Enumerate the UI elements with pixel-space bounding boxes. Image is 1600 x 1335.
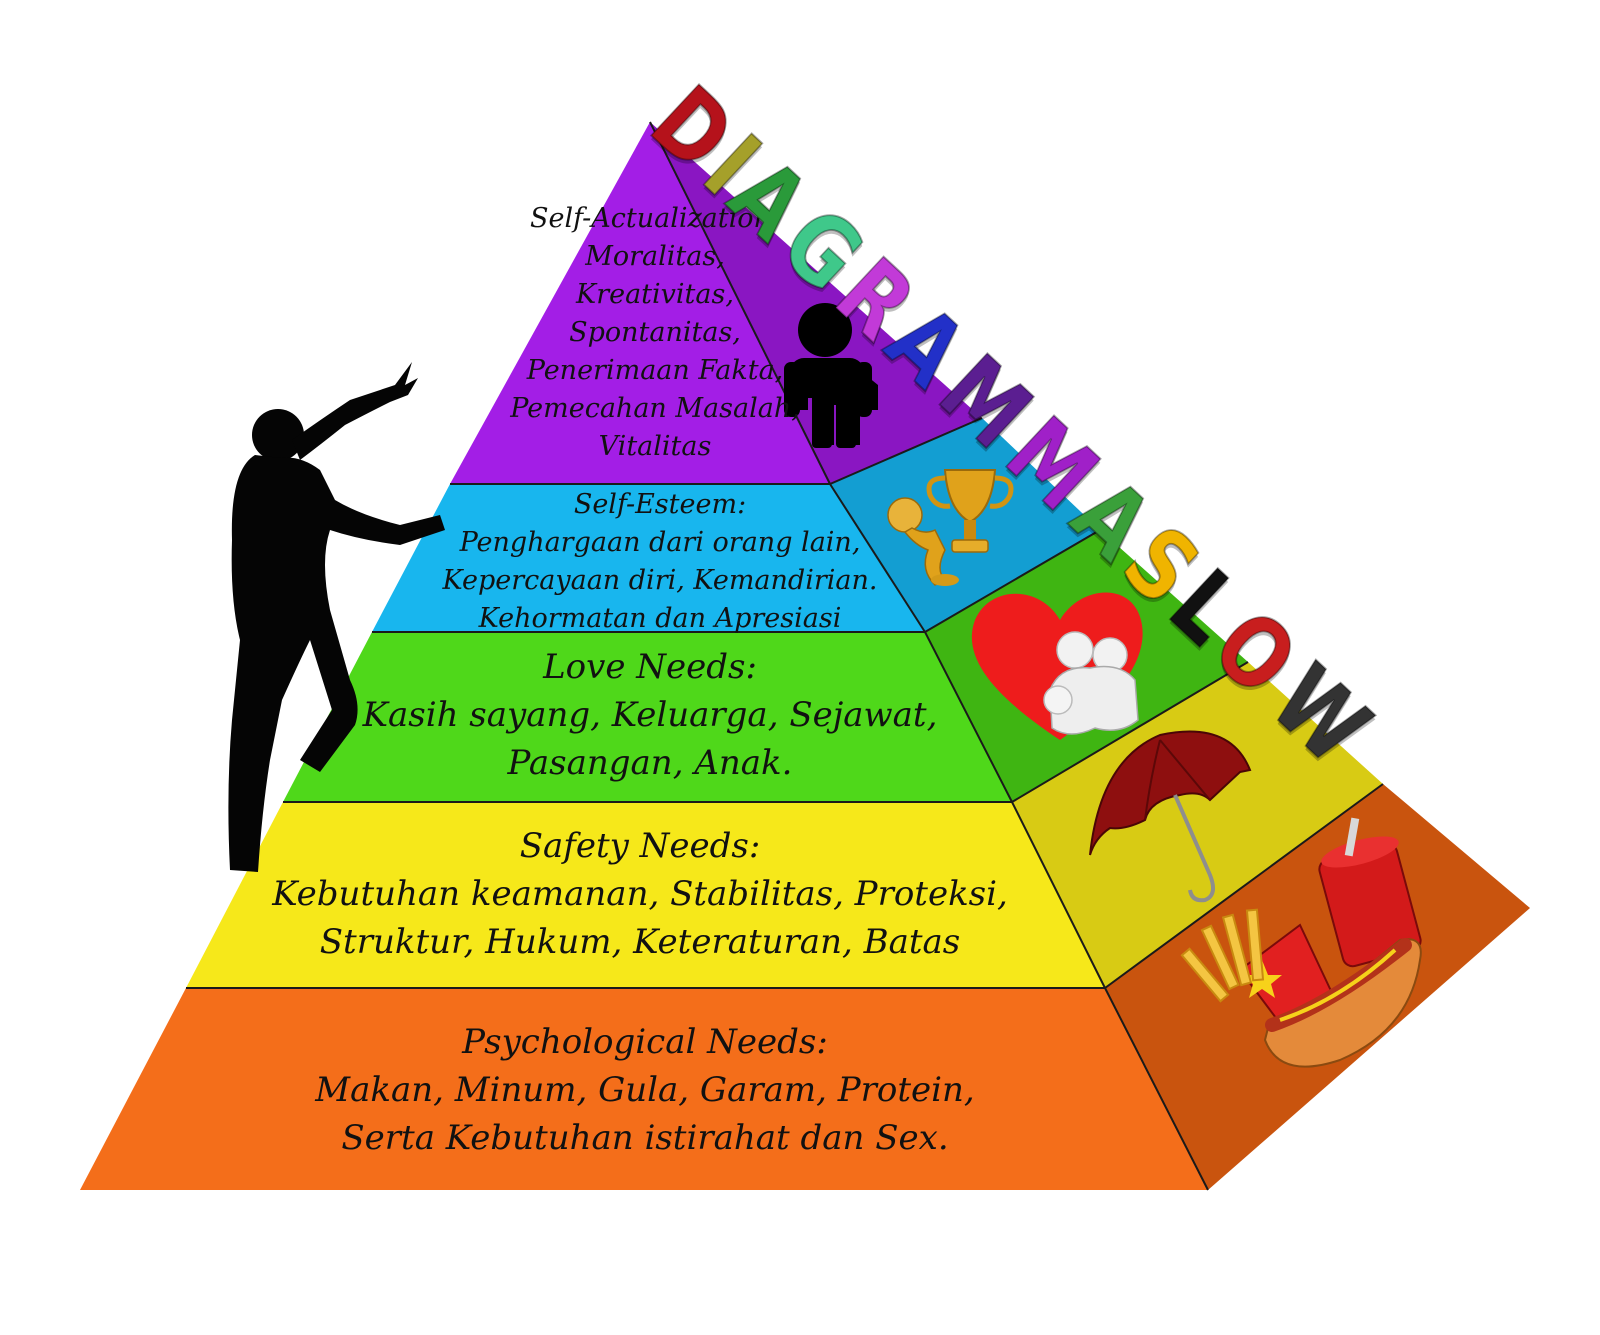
level-title-safety: Safety Needs:: [519, 826, 761, 866]
level-line: Penerimaan Fakta,: [526, 355, 784, 386]
front-face-self-esteem: [372, 484, 925, 632]
level-text-love: Love Needs: Kasih sayang, Keluarga, Seja…: [330, 643, 970, 787]
side-face-self-actualization: [650, 122, 982, 484]
level-line: Vitalitas: [598, 431, 712, 462]
level-text-self-actualization: Self-Actualization: Moralitas, Kreativit…: [430, 200, 880, 466]
level-line: Pemecahan Masalah,: [510, 393, 800, 424]
level-line: Kepercayaan diri, Kemandirian.: [442, 565, 878, 596]
trophy-icon: [887, 469, 1014, 586]
level-line: Kreativitas,: [576, 279, 734, 310]
front-face-love: [283, 632, 1012, 802]
front-face-physiological: [80, 988, 1208, 1190]
level-dividers: [186, 121, 1384, 1191]
climber-silhouette: [228, 362, 445, 872]
level-line: Spontanitas,: [569, 317, 741, 348]
front-face-self-actualization: [450, 122, 830, 484]
fast-food-icon: [1180, 817, 1422, 1068]
level-line: Struktur, Hukum, Keteraturan, Batas: [319, 922, 961, 962]
level-text-self-esteem: Self-Esteem: Penghargaan dari orang lain…: [400, 486, 920, 638]
heart-couple-icon: [971, 592, 1143, 740]
level-line: Kebutuhan keamanan, Stabilitas, Proteksi…: [272, 874, 1008, 914]
level-line: Moralitas,: [585, 241, 725, 272]
level-title-self-actualization: Self-Actualization:: [529, 203, 781, 234]
level-title-love: Love Needs:: [543, 647, 757, 687]
level-line: Kasih sayang, Keluarga, Sejawat,: [362, 695, 938, 735]
level-line: Pasangan, Anak.: [507, 743, 793, 783]
level-title-self-esteem: Self-Esteem:: [573, 489, 747, 520]
umbrella-icon: [1089, 730, 1252, 903]
level-line: Kehormatan dan Apresiasi: [478, 603, 842, 634]
level-title-physiological: Psychological Needs:: [462, 1022, 828, 1062]
level-text-physiological: Psychological Needs: Makan, Minum, Gula,…: [200, 1018, 1090, 1162]
person-icon: [784, 303, 878, 448]
level-line: Penghargaan dari orang lain,: [459, 527, 861, 558]
level-text-safety: Safety Needs: Kebutuhan keamanan, Stabil…: [230, 822, 1050, 966]
side-face-safety: [1012, 662, 1383, 988]
level-line: Makan, Minum, Gula, Garam, Protein,: [315, 1070, 975, 1110]
level-line: Serta Kebutuhan istirahat dan Sex.: [341, 1118, 949, 1158]
front-face-safety: [186, 802, 1105, 988]
